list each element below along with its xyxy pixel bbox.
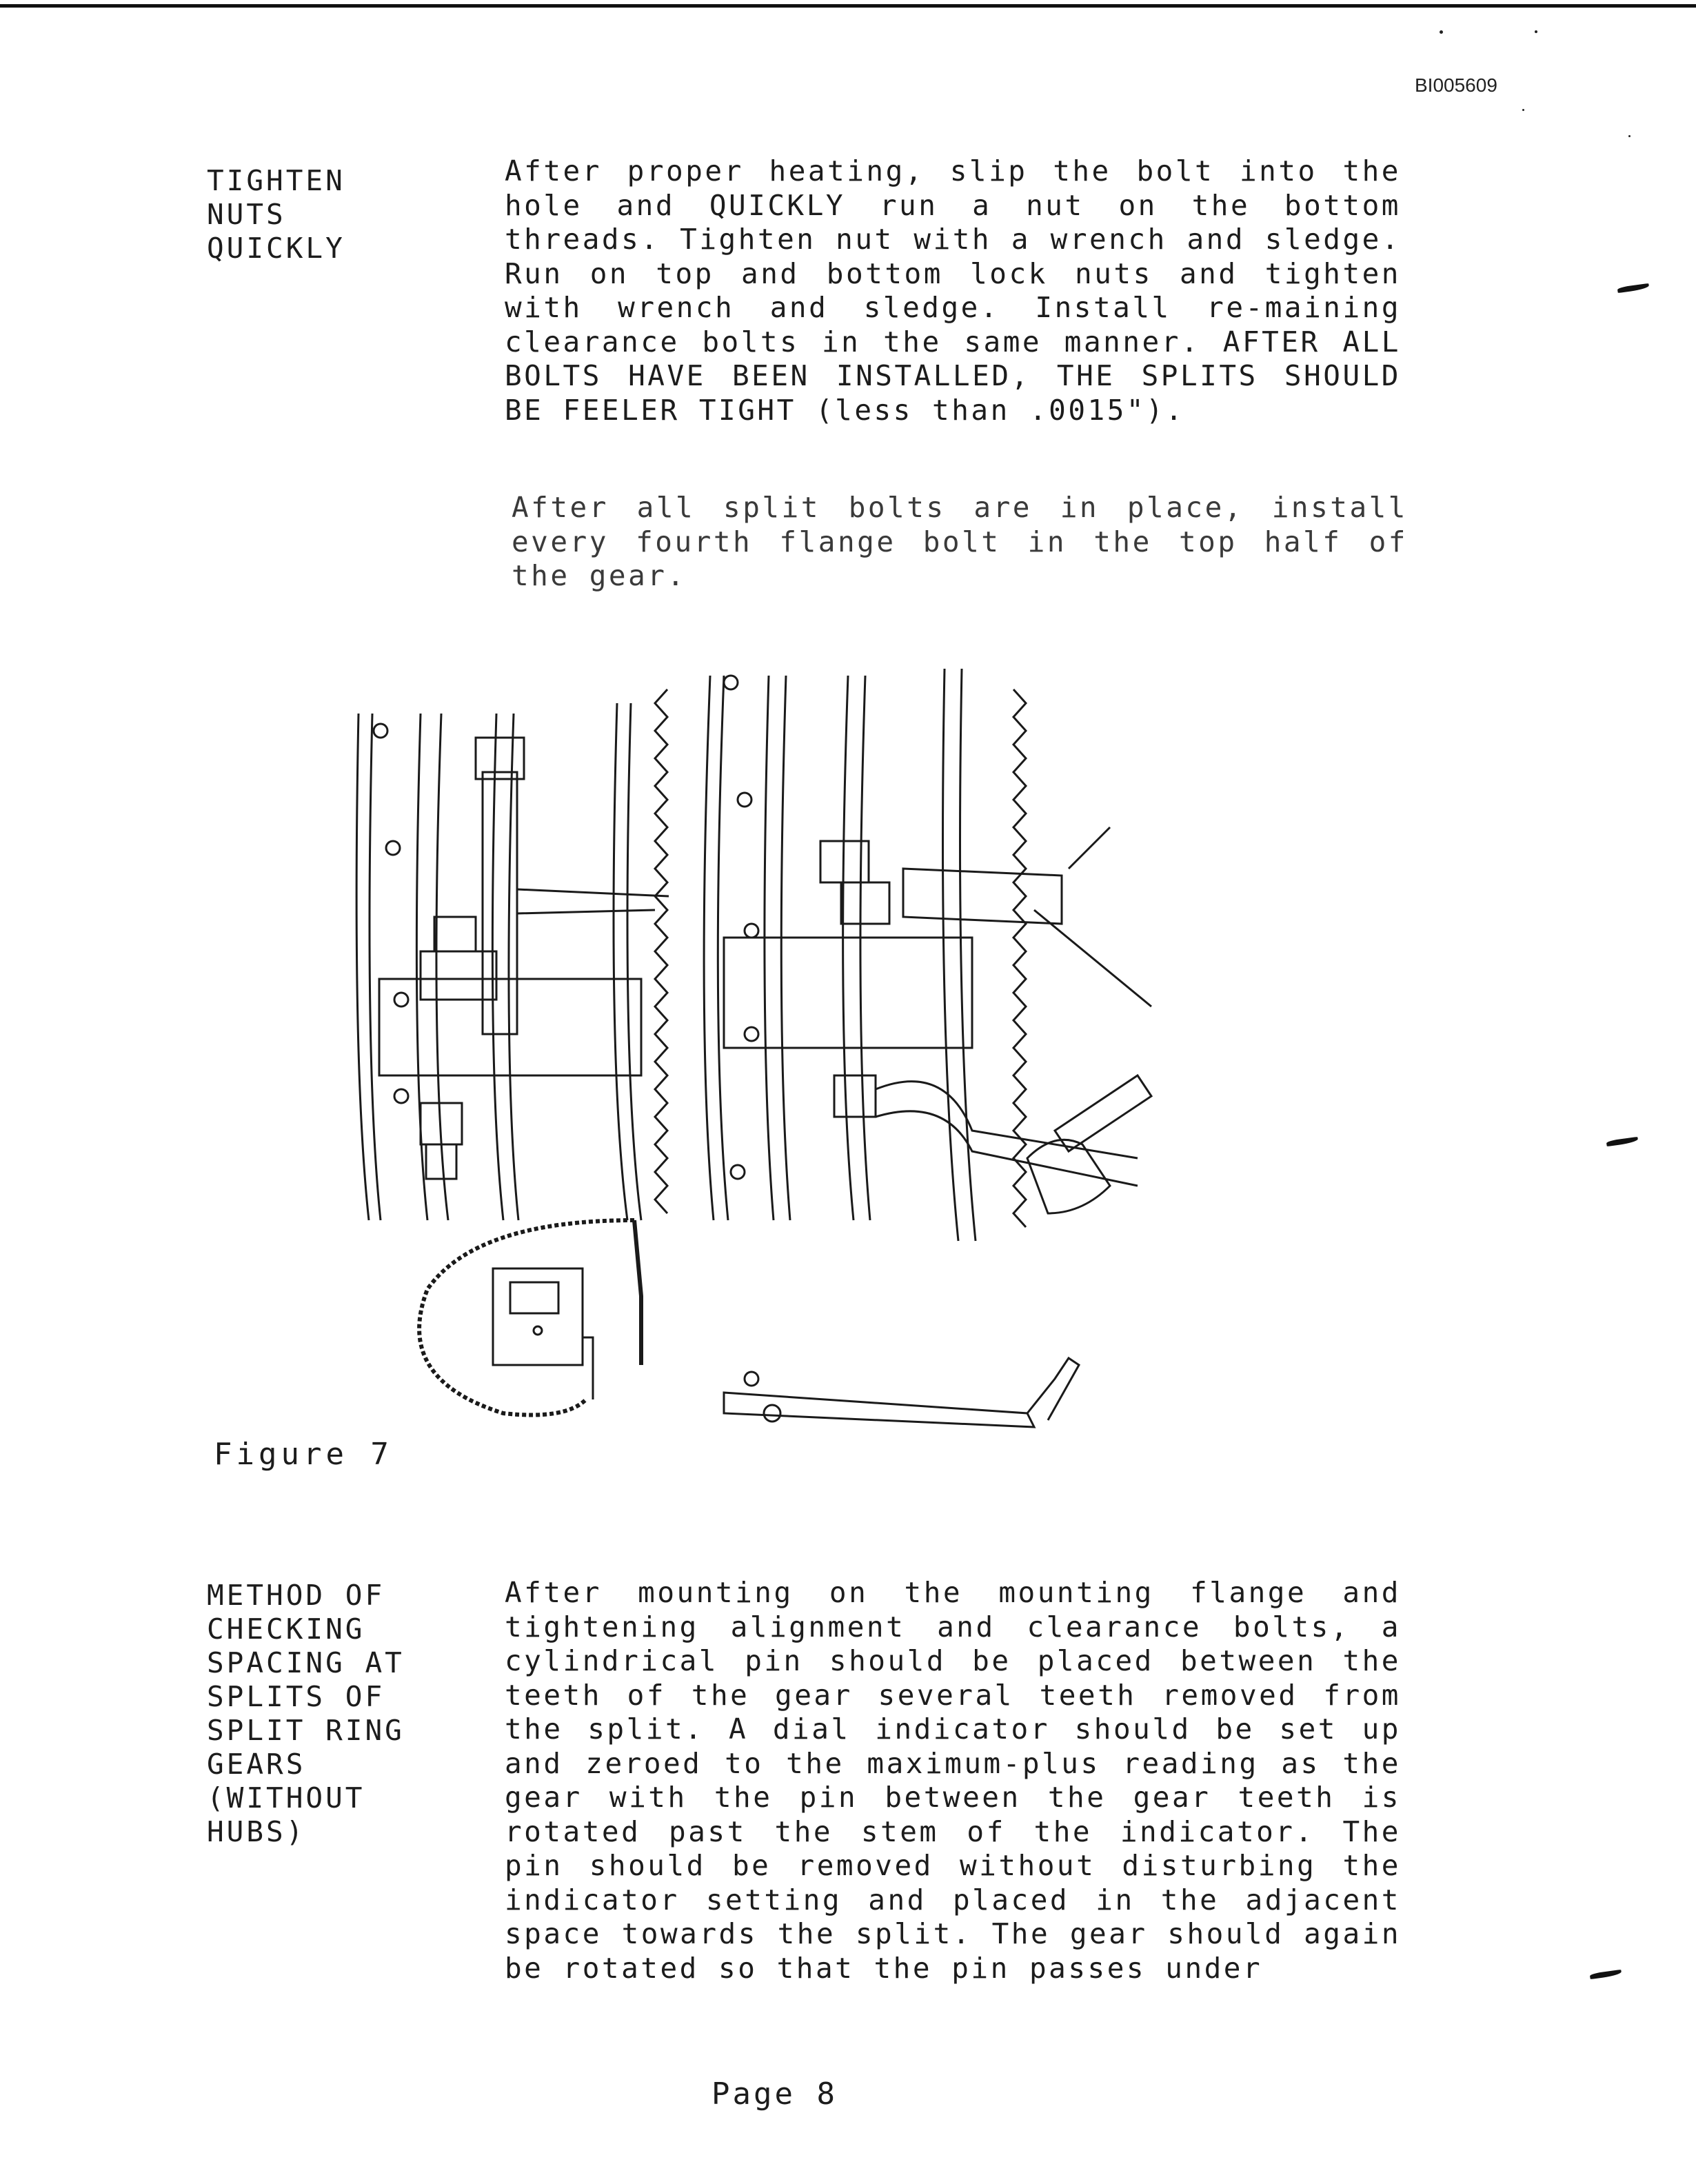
wrench-bottom <box>875 1080 1138 1187</box>
bolt-hole <box>385 840 401 856</box>
document-id: BI005609 <box>1415 74 1497 96</box>
bolt-hole <box>743 922 760 939</box>
gear-rim-line <box>859 675 871 1221</box>
figure-caption: Figure 7 <box>214 1437 393 1472</box>
split-plate-left <box>378 978 643 1077</box>
heater-lead <box>583 1336 594 1399</box>
sledge-handle <box>1033 826 1152 1008</box>
clearance-bolt-left <box>481 771 518 1035</box>
paragraph-method-of-checking: After mounting on the mounting flange an… <box>505 1576 1401 1985</box>
bolt-nut <box>433 916 477 953</box>
gear-rim-line <box>355 713 370 1221</box>
gear-rim-line <box>368 713 382 1221</box>
paragraph-tighten-nuts: After proper heating, slip the bolt into… <box>505 154 1401 427</box>
torch-valve <box>763 1404 782 1423</box>
bolt-hole <box>393 991 410 1008</box>
gear-rim-line <box>780 675 791 1221</box>
gear-rim-line <box>435 713 450 1221</box>
gear-rim-line <box>507 713 520 1221</box>
gear-rim-line <box>842 675 855 1221</box>
torch-lead <box>632 1220 643 1365</box>
side-heading-tighten-nuts: TIGHTEN NUTS QUICKLY <box>207 164 345 265</box>
page-number: Page 8 <box>711 2076 838 2112</box>
margin-mark <box>1617 283 1650 294</box>
split-plate-right <box>723 936 973 1049</box>
heater-knob <box>532 1325 543 1336</box>
figure-7-illustration <box>355 668 1153 1428</box>
wrench-top <box>902 867 1063 925</box>
heater-meter <box>509 1281 560 1315</box>
bolt-shank <box>425 1143 458 1180</box>
sleeve <box>1053 1073 1153 1153</box>
gear-rim-line <box>716 675 729 1221</box>
top-rule <box>0 4 1696 8</box>
hand <box>1026 1138 1111 1215</box>
gear-rim-line <box>626 702 643 1221</box>
torch-nozzle <box>1026 1356 1080 1421</box>
bolt-hole <box>743 1026 760 1042</box>
bolt-hole <box>729 1164 746 1180</box>
gear-rim-line <box>415 713 429 1221</box>
gear-teeth-left <box>653 688 669 1215</box>
gear-rim-line <box>763 675 775 1221</box>
bolt-hole <box>393 1088 410 1104</box>
torch-body <box>723 1391 1036 1428</box>
margin-mark <box>1589 1969 1622 1980</box>
bolt-nut-bottom <box>833 1074 877 1118</box>
scan-speck <box>1522 109 1524 111</box>
pointer-line <box>516 888 669 915</box>
heater-cable <box>417 1218 635 1417</box>
bolt-hole <box>372 722 389 739</box>
heater-box <box>492 1267 584 1366</box>
side-heading-method-of-checking: METHOD OF CHECKING SPACING AT SPLITS OF … <box>207 1579 405 1848</box>
margin-mark <box>1606 1136 1639 1147</box>
bolt-nut <box>419 950 498 1001</box>
scan-speck <box>1440 30 1443 34</box>
torch-valve <box>743 1371 760 1387</box>
scan-speck <box>1535 30 1537 33</box>
gear-rim-line <box>612 702 629 1221</box>
paragraph-flange-bolts: After all split bolts are in place, inst… <box>512 491 1408 592</box>
gear-rim-line <box>942 668 960 1242</box>
gear-rim-line <box>491 713 505 1221</box>
bolt-hole <box>723 674 739 691</box>
bolt-hole <box>736 791 753 808</box>
gear-rim-line <box>703 675 715 1221</box>
gear-rim-line <box>959 668 977 1242</box>
bolt-nut <box>840 881 891 925</box>
scan-speck <box>1628 135 1631 137</box>
gear-teeth-right <box>1011 688 1028 1228</box>
bolt-nut-top <box>474 736 525 780</box>
